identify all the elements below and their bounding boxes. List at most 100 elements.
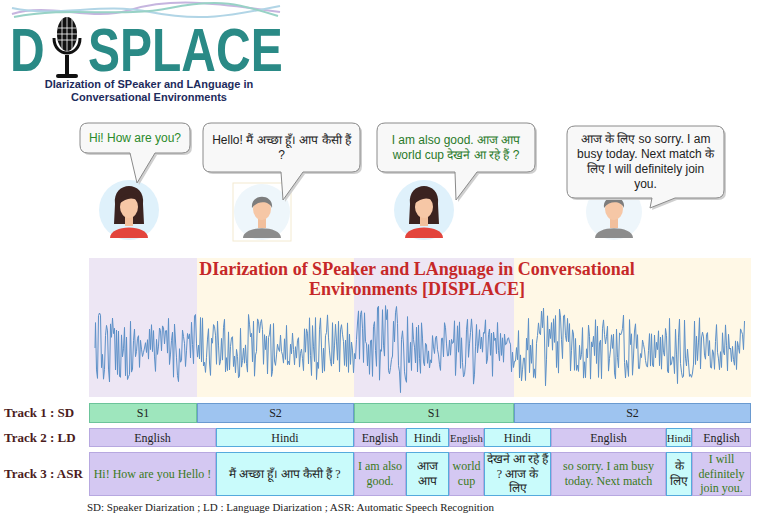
text-wrap: Hindi bbox=[414, 431, 441, 445]
text-wrap: मैं अच्छा हूँ। आप कैसी हैं ? bbox=[229, 467, 340, 482]
text-wrap: Hindi bbox=[504, 431, 531, 445]
transcript-segment: I will definitely join you. bbox=[692, 452, 751, 496]
text-wrap: English bbox=[362, 431, 399, 445]
segment-text: English bbox=[362, 431, 399, 445]
bubble-shape bbox=[567, 126, 724, 208]
text-wrap: English bbox=[590, 431, 627, 445]
transcript-segment: देखने आ रहे हैं ? आज के लिए bbox=[484, 452, 551, 496]
segment-text: S1 bbox=[428, 406, 441, 420]
text-wrap: Hindi bbox=[667, 431, 692, 445]
text-wrap: I am also good. आज आप world cup देखने आ … bbox=[384, 133, 528, 163]
segment-text: I will definitely join you. bbox=[695, 452, 748, 496]
segment-text: world cup bbox=[452, 459, 481, 488]
language-segment: Hindi bbox=[484, 428, 551, 447]
language-segment: English bbox=[551, 428, 666, 447]
text-wrap: S2 bbox=[626, 406, 639, 420]
language-segment: Hindi bbox=[666, 428, 692, 447]
text-wrap: English bbox=[703, 431, 740, 445]
text-wrap: S1 bbox=[137, 406, 150, 420]
text-wrap: I am also good. bbox=[357, 459, 403, 488]
logo-letter: D bbox=[10, 20, 45, 81]
female-avatar bbox=[99, 180, 159, 240]
transcript-segment: so sorry. I am busy today. Next match bbox=[551, 452, 666, 496]
text-wrap: Hi! How are you? bbox=[89, 131, 181, 146]
speech-bubble: Hello! मैं अच्छा हूँ। आप कैसी हैं ? bbox=[203, 123, 360, 172]
text-wrap: English bbox=[134, 431, 171, 445]
speaker-segment: S1 bbox=[354, 403, 514, 423]
bubble-shape bbox=[377, 123, 535, 200]
speech-bubble: आज के लिए so sorry. I am busy today. Nex… bbox=[567, 126, 724, 198]
transcript-segment: मैं अच्छा हूँ। आप कैसी हैं ? bbox=[216, 452, 354, 496]
segment-text: S2 bbox=[269, 406, 282, 420]
text-wrap: Hello! मैं अच्छा हूँ। आप कैसी हैं ? bbox=[210, 133, 353, 163]
logo-waves bbox=[12, 3, 280, 18]
logo-letters: SPLACE bbox=[88, 20, 283, 81]
segment-text: English bbox=[703, 431, 740, 445]
segment-text: English bbox=[134, 431, 171, 445]
segment-text: S2 bbox=[626, 406, 639, 420]
segment-text: so sorry. I am busy today. Next match bbox=[554, 459, 663, 488]
caption: SD: Speaker Diarization ; LD : Language … bbox=[87, 501, 494, 514]
segment-text: Hindi bbox=[667, 431, 692, 445]
language-segment: English bbox=[692, 428, 751, 447]
wave-line bbox=[14, 3, 278, 17]
bubble-shape bbox=[80, 123, 190, 183]
track-label: Track 1 : SD bbox=[4, 405, 74, 421]
transcript-segment: आज आप bbox=[406, 452, 449, 496]
bubble-text: I am also good. आज आप world cup देखने आ … bbox=[384, 133, 528, 163]
text-wrap: Hindi bbox=[271, 431, 298, 445]
transcript-segment: के लिए bbox=[666, 452, 692, 496]
text-wrap: देखने आ रहे हैं ? आज के लिए bbox=[487, 452, 548, 496]
speaker-segment: S2 bbox=[197, 403, 354, 423]
segment-text: I am also good. bbox=[357, 459, 403, 488]
language-segment: Hindi bbox=[406, 428, 449, 447]
segment-text: English bbox=[590, 431, 627, 445]
speaker-segment: S1 bbox=[89, 403, 197, 423]
text-wrap: S1 bbox=[428, 406, 441, 420]
transcript-segment: Hi! How are you Hello ! bbox=[89, 452, 216, 496]
language-segment: Hindi bbox=[216, 428, 354, 447]
audio-waveform bbox=[95, 306, 745, 393]
text-wrap: I will definitely join you. bbox=[695, 452, 748, 496]
text-wrap: Hi! How are you Hello ! bbox=[94, 467, 212, 482]
segment-text: के लिए bbox=[669, 459, 689, 488]
waveform-panel bbox=[89, 258, 751, 397]
segment-text: Hi! How are you Hello ! bbox=[94, 467, 212, 482]
text-wrap: के लिए bbox=[669, 459, 689, 488]
bubble-text: आज के लिए so sorry. I am busy today. Nex… bbox=[574, 132, 717, 192]
language-segment: English bbox=[449, 428, 484, 447]
logo-subtitle: DIarization of SPeaker and LAnguage in C… bbox=[18, 78, 280, 104]
text-wrap: S2 bbox=[269, 406, 282, 420]
speaker-band bbox=[89, 258, 197, 397]
track-label: Track 2 : LD bbox=[4, 430, 76, 446]
bubble-text: Hello! मैं अच्छा हूँ। आप कैसी हैं ? bbox=[210, 133, 353, 163]
transcript-segment: I am also good. bbox=[354, 452, 406, 496]
segment-text: S1 bbox=[137, 406, 150, 420]
segment-text: Hindi bbox=[504, 431, 531, 445]
text-wrap: so sorry. I am busy today. Next match bbox=[554, 459, 663, 488]
avatars bbox=[99, 180, 642, 241]
bubble-text: Hi! How are you? bbox=[89, 131, 181, 146]
transcript-segment: world cup bbox=[449, 452, 484, 496]
speaker-segment: S2 bbox=[514, 403, 751, 423]
segment-text: आज आप bbox=[409, 459, 446, 488]
track-label: Track 3 : ASR bbox=[4, 466, 83, 482]
microphone-icon bbox=[54, 17, 80, 78]
language-segment: English bbox=[354, 428, 406, 447]
text-wrap: world cup bbox=[452, 459, 481, 488]
segment-text: मैं अच्छा हूँ। आप कैसी हैं ? bbox=[229, 467, 340, 482]
segment-text: देखने आ रहे हैं ? आज के लिए bbox=[487, 452, 548, 496]
segment-text: English bbox=[450, 431, 483, 445]
female-avatar bbox=[394, 180, 454, 240]
bubble-shape bbox=[203, 123, 360, 200]
language-segment: English bbox=[89, 428, 216, 447]
speech-bubble: I am also good. आज आप world cup देखने आ … bbox=[377, 123, 535, 172]
segment-text: Hindi bbox=[414, 431, 441, 445]
text-wrap: English bbox=[450, 431, 483, 445]
panel-title: DIarization of SPeaker and LAnguage in C… bbox=[147, 259, 687, 299]
text-wrap: आज के लिए so sorry. I am busy today. Nex… bbox=[574, 132, 717, 192]
text-wrap: आज आप bbox=[409, 459, 446, 488]
segment-text: Hindi bbox=[271, 431, 298, 445]
male-avatar bbox=[234, 184, 290, 240]
